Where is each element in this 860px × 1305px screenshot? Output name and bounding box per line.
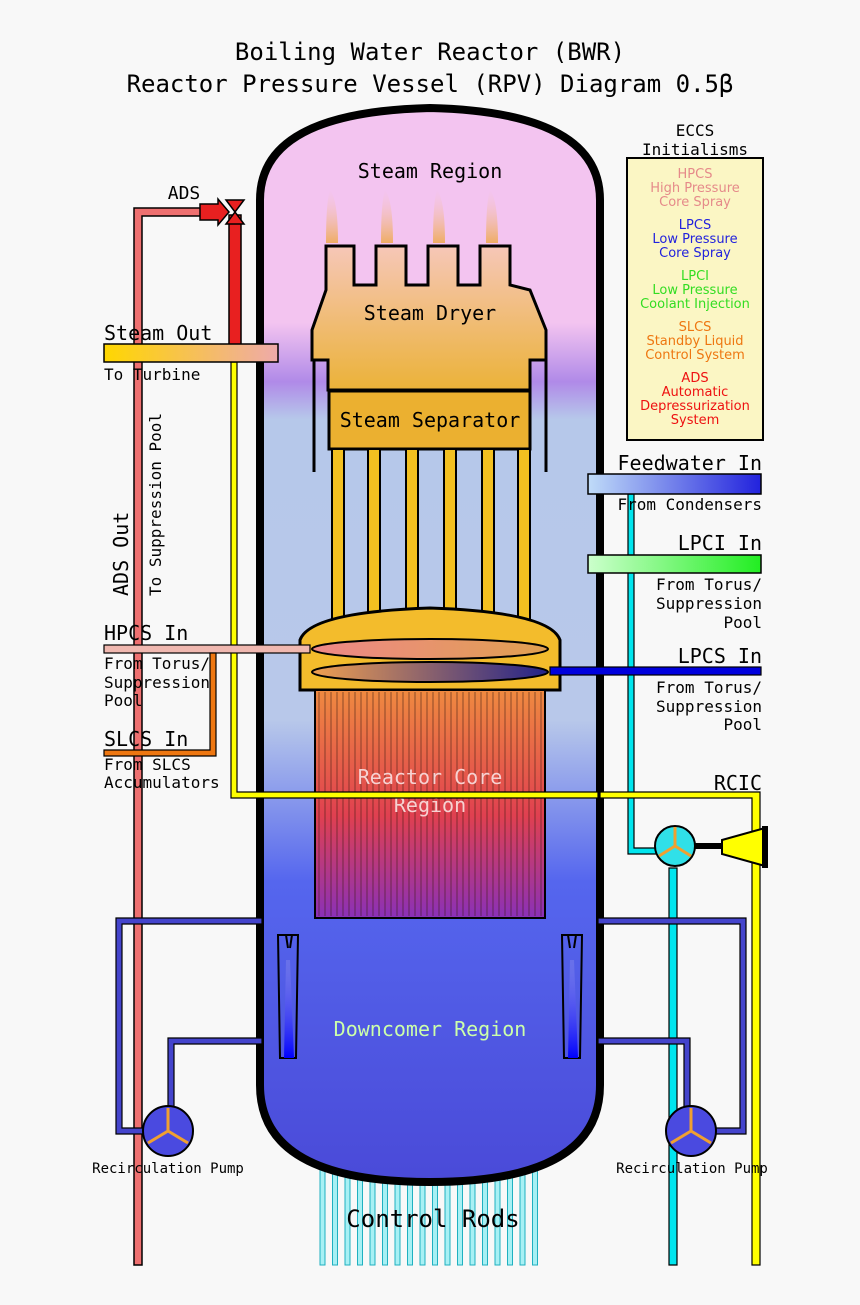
- slcs-from-2: Accumulators: [104, 773, 220, 792]
- fuel-rods: [318, 692, 542, 916]
- jet-pump-right: [560, 934, 584, 1059]
- lpci-from-1: From Torus/: [656, 575, 762, 594]
- rcic-turbine[interactable]: [721, 826, 766, 868]
- standpipes: [331, 448, 531, 625]
- recirc-pump-right[interactable]: [665, 1105, 717, 1157]
- lpci-in-label: LPCI In: [678, 531, 762, 555]
- slcs-in-label: SLCS In: [104, 727, 188, 751]
- eccs-item-text: HPCS: [678, 167, 713, 182]
- core-label-1: Reactor Core: [358, 765, 503, 789]
- eccs-header-2: Initialisms: [642, 140, 748, 159]
- lpci-in-pipe: [587, 554, 762, 574]
- eccs-item-text: High Pressure: [650, 181, 740, 196]
- ads-valve: [224, 199, 246, 225]
- reactor-core: [314, 689, 546, 919]
- standpipe: [481, 448, 495, 625]
- ads-arrow: [199, 196, 230, 228]
- steam-dryer-label: Steam Dryer: [364, 301, 496, 325]
- lpci-from-2: Suppression: [656, 594, 762, 613]
- recirc-pump-right-label: Recirculation Pump: [616, 1161, 768, 1177]
- eccs-legend-box: [626, 157, 764, 441]
- steam-separator: [327, 389, 532, 451]
- hpcs-from-2: Suppression: [104, 673, 210, 692]
- rcic-pump[interactable]: [654, 825, 696, 867]
- eccs-item-text: Coolant Injection: [640, 297, 750, 312]
- eccs-item-text: Core Spray: [659, 195, 731, 210]
- title-line-2: Reactor Pressure Vessel (RPV) Diagram 0.…: [127, 70, 734, 98]
- eccs-item-text: Control System: [645, 348, 745, 363]
- standpipe: [517, 448, 531, 625]
- rcic-label: RCIC: [714, 771, 762, 795]
- eccs-item-text: Low Pressure: [652, 283, 737, 298]
- steam-plumes: [326, 190, 498, 243]
- hpcs-in-label: HPCS In: [104, 621, 188, 645]
- ads-label: ADS: [168, 183, 201, 204]
- eccs-item-text: System: [671, 413, 719, 428]
- ads-pipe: [228, 214, 242, 346]
- lpci-from-3: Pool: [723, 613, 762, 632]
- eccs-item-text: LPCS: [679, 218, 711, 233]
- hpcs-spray-ring: [311, 638, 549, 660]
- downcomer-label: Downcomer Region: [334, 1017, 527, 1041]
- hpcs-from-1: From Torus/: [104, 654, 210, 673]
- eccs-header-1: ECCS: [676, 121, 715, 140]
- eccs-item-text: Low Pressure: [652, 232, 737, 247]
- lpcs-from-3: Pool: [723, 715, 762, 734]
- eccs-item-text: LPCI: [681, 269, 709, 284]
- jet-pump-left: [276, 934, 300, 1059]
- lpcs-from-1: From Torus/: [656, 678, 762, 697]
- hpcs-in-pipe: [103, 644, 311, 654]
- ads-out-label: ADS Out: [109, 512, 133, 596]
- title-line-1: Boiling Water Reactor (BWR): [235, 38, 625, 66]
- eccs-item-text: Core Spray: [659, 246, 731, 261]
- to-turbine-label: To Turbine: [104, 365, 200, 384]
- control-rods-label: Control Rods: [346, 1205, 519, 1233]
- steam-separator-label: Steam Separator: [340, 408, 521, 432]
- rcic-steam-pipe: [599, 791, 761, 1266]
- steam-out-pipe: [103, 343, 279, 363]
- slcs-from-1: From SLCS: [104, 755, 191, 774]
- hpcs-from-3: Pool: [104, 691, 143, 710]
- steam-out-label: Steam Out: [104, 321, 212, 345]
- from-condensers-label: From Condensers: [618, 495, 763, 514]
- feedwater-in-label: Feedwater In: [618, 451, 763, 475]
- eccs-item-text: Standby Liquid: [646, 334, 743, 349]
- eccs-item-text: Depressurization: [640, 399, 750, 414]
- eccs-item-text: ADS: [681, 371, 708, 386]
- lpcs-from-2: Suppression: [656, 697, 762, 716]
- steam-dryer: [310, 244, 548, 392]
- standpipe: [331, 448, 345, 625]
- lpcs-spray-ring: [311, 661, 549, 683]
- eccs-item-text: Automatic: [662, 385, 729, 400]
- slcs-pipe: [103, 652, 217, 757]
- lpcs-in-pipe: [549, 666, 762, 676]
- standpipe: [443, 448, 457, 625]
- steam-region-label: Steam Region: [358, 159, 503, 183]
- lpcs-in-label: LPCS In: [678, 644, 762, 668]
- to-suppression-pool-label: To Suppression Pool: [146, 413, 165, 596]
- standpipe: [405, 448, 419, 625]
- feedwater-in-pipe: [587, 473, 762, 495]
- standpipe: [367, 448, 381, 625]
- eccs-item-text: SLCS: [679, 320, 712, 335]
- recirc-pump-left[interactable]: [142, 1105, 194, 1157]
- recirc-pump-left-label: Recirculation Pump: [92, 1161, 244, 1177]
